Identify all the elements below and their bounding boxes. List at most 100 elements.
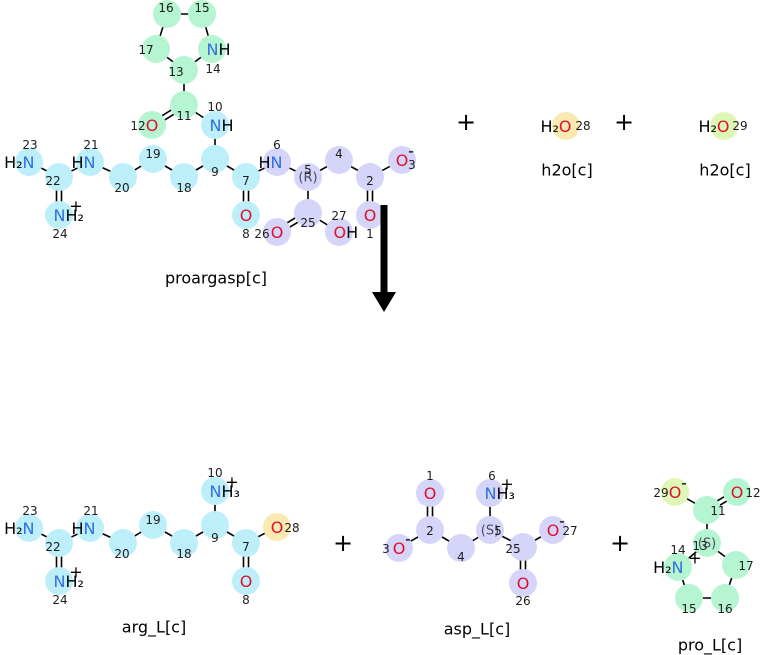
- atom-number: 21: [83, 138, 98, 152]
- atom-highlight: [198, 35, 226, 63]
- charge-label: +: [688, 549, 701, 568]
- atom-highlight: [509, 533, 537, 561]
- atom-label: H₂N: [4, 153, 34, 172]
- atom-number: 4: [457, 550, 465, 564]
- atom-highlight: [294, 199, 322, 227]
- atom-number: 3: [408, 158, 416, 172]
- atom-highlight: [76, 148, 104, 176]
- atom-highlight: [416, 516, 444, 544]
- atom-number: 5: [304, 163, 312, 177]
- atom-highlight: [325, 218, 353, 246]
- atom-highlight: [109, 163, 137, 191]
- atom-highlight: [263, 148, 291, 176]
- atom-number: 28: [284, 521, 299, 535]
- atom-number: 1: [426, 469, 434, 483]
- atom-highlight: [711, 584, 739, 612]
- atom-label: NH₃: [210, 482, 240, 501]
- atom-highlight: [661, 478, 689, 506]
- atom-label: NH₂: [54, 206, 84, 225]
- atom-number: 10: [207, 466, 222, 480]
- atom-label: HN: [72, 153, 96, 172]
- atom-highlight: [45, 567, 73, 595]
- plus-sign: +: [456, 108, 476, 136]
- atom-label: O: [240, 572, 253, 591]
- molecule-name-arg-l: arg_L[c]: [122, 618, 186, 638]
- atom-label: O: [731, 483, 744, 502]
- atom-highlight: [45, 163, 73, 191]
- atom-highlight: [447, 534, 475, 562]
- atom-highlight: [170, 91, 198, 119]
- plus-sign: +: [333, 529, 353, 557]
- atom-highlight: [509, 569, 537, 597]
- atom-label: O: [393, 539, 406, 558]
- molecule-name-asp-l: asp_L[c]: [444, 620, 511, 640]
- atom-number: 2: [426, 524, 434, 538]
- atom-number: 13: [692, 539, 707, 553]
- atom-highlight: [263, 218, 291, 246]
- atom-number: 10: [207, 100, 222, 114]
- atom-highlight: [693, 529, 721, 557]
- stereo-label: (R): [298, 171, 317, 186]
- atom-label: HN: [72, 519, 96, 538]
- atom-highlight: [170, 56, 198, 84]
- atom-number: 13: [168, 65, 183, 79]
- atom-number: 15: [194, 1, 209, 15]
- atom-number: 12: [130, 119, 145, 133]
- molecule-name-proargasp: proargasp[c]: [165, 269, 267, 288]
- atom-number: 23: [22, 138, 37, 152]
- atom-highlight: [232, 529, 260, 557]
- atom-number: 12: [745, 486, 760, 500]
- atom-highlight: [325, 146, 353, 174]
- atom-highlight: [201, 477, 229, 505]
- plus-sign: +: [610, 529, 630, 557]
- atom-number: 27: [562, 524, 577, 538]
- atom-label: O: [424, 484, 437, 503]
- atom-highlight: [15, 148, 43, 176]
- atom-label: H₂O: [540, 117, 571, 136]
- atom-highlight: [139, 145, 167, 173]
- atom-label: HN: [259, 153, 283, 172]
- molecule-name-h2o: h2o[c]: [699, 161, 750, 180]
- atom-number: 29: [653, 486, 668, 500]
- atom-number: 29: [732, 119, 747, 133]
- atom-number: 21: [83, 504, 98, 518]
- atom-number: 1: [366, 227, 374, 241]
- atom-number: 22: [45, 174, 60, 188]
- atom-highlight: [188, 0, 216, 28]
- atom-number: 24: [52, 227, 67, 241]
- atom-number: 14: [205, 62, 220, 76]
- atom-highlight: [552, 112, 580, 140]
- reaction-arrow-icon: [372, 205, 396, 312]
- atom-number: 23: [22, 504, 37, 518]
- atom-number: 2: [366, 174, 374, 188]
- atom-number: 20: [114, 547, 129, 561]
- atom-highlight: [294, 163, 322, 191]
- atom-highlight: [710, 112, 738, 140]
- charge-label: +: [69, 197, 82, 216]
- atom-highlight: [15, 514, 43, 542]
- atom-highlight: [385, 534, 413, 562]
- atom-highlight: [539, 516, 567, 544]
- atom-number: 19: [145, 147, 160, 161]
- atom-number: 28: [575, 119, 590, 133]
- atom-highlight: [416, 479, 444, 507]
- plus-sign: +: [614, 108, 634, 136]
- atom-highlight: [201, 511, 229, 539]
- atom-highlight: [263, 513, 291, 541]
- molecule-name-pro-l: pro_L[c]: [678, 636, 742, 655]
- atom-highlight: [201, 111, 229, 139]
- atom-highlight: [139, 511, 167, 539]
- atom-number: 11: [710, 504, 725, 518]
- atom-number: 27: [331, 209, 346, 223]
- atom-number: 20: [114, 181, 129, 195]
- molecule-layer: H₂N2322NH₂+24HN2120191897O8NH1011O121317…: [4, 0, 760, 616]
- atom-number: 5: [494, 524, 502, 538]
- atom-highlight: [476, 479, 504, 507]
- atom-number: 9: [211, 165, 219, 179]
- atom-label: O: [364, 206, 377, 225]
- atom-number: 7: [242, 174, 250, 188]
- atom-highlight: [232, 201, 260, 229]
